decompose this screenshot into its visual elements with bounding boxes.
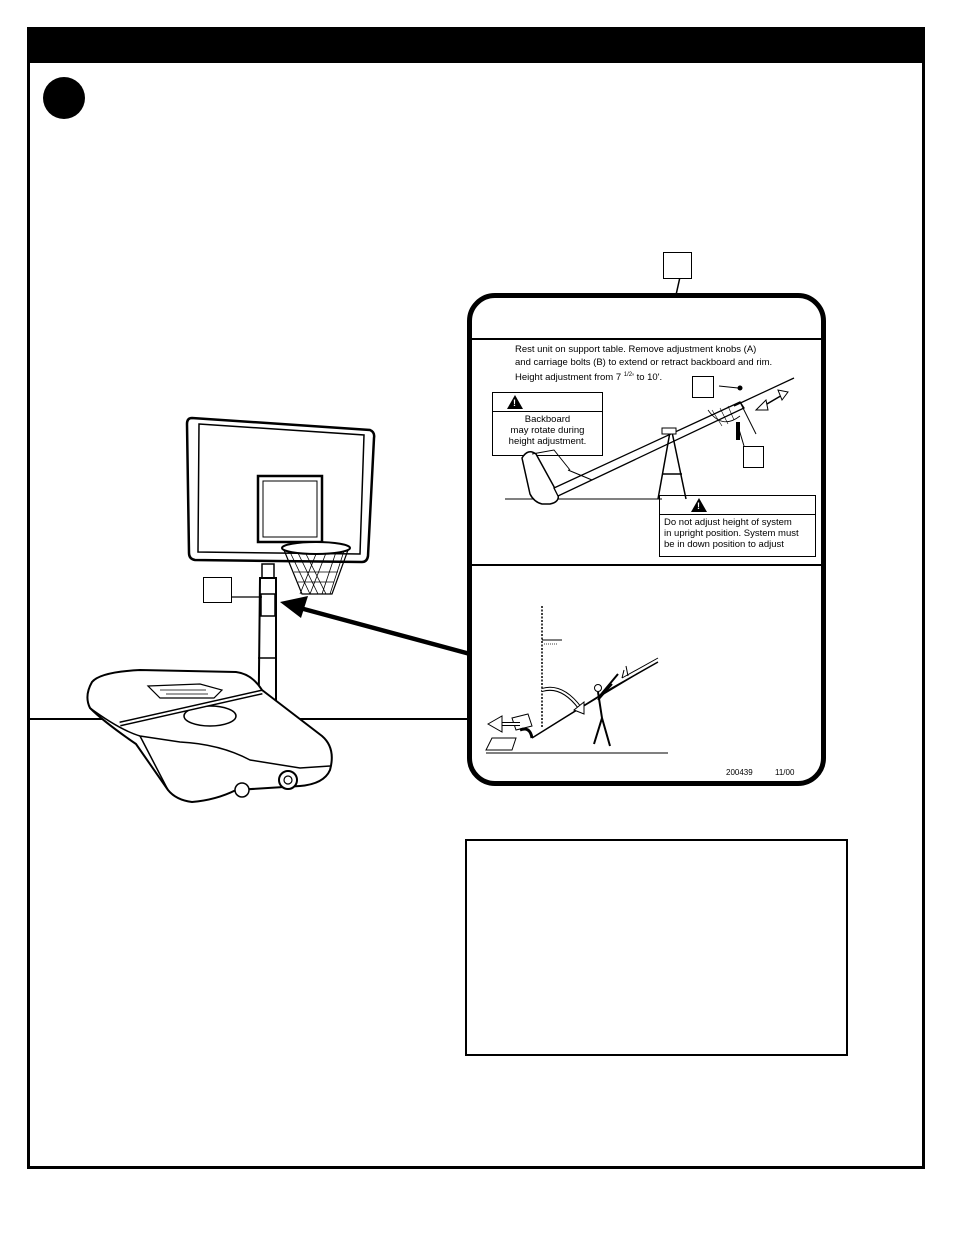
height-suffix: ' to 10'. [632, 372, 663, 384]
warning-upright-text: Do not adjust height of system in uprigh… [660, 515, 815, 552]
callout-box-pole [203, 577, 232, 603]
header-bar [27, 27, 925, 63]
height-adjust-instructions: Rest unit on support table. Remove adjus… [515, 344, 772, 385]
warning-backboard-line-3: height adjustment. [508, 436, 587, 447]
warning-upright-line-2: in upright position. System must [664, 528, 799, 539]
instruction-line-3: Height adjustment from 7 1/2' to 10'. [515, 369, 772, 385]
warning-backboard-line-1: Backboard [524, 414, 571, 425]
warning-label-card: Rest unit on support table. Remove adjus… [467, 293, 826, 786]
callout-box-label [663, 252, 692, 279]
warning-backboard-box: Backboard may rotate during height adjus… [492, 392, 603, 456]
callout-box-knob-a [692, 376, 714, 398]
warning-upright-line-3: be in down position to adjust [664, 539, 784, 550]
instruction-line-1: Rest unit on support table. Remove adjus… [515, 344, 757, 355]
warning-triangle-icon [507, 395, 523, 409]
instruction-line-2: and carriage bolts (B) to extend or retr… [515, 356, 773, 368]
warning-upright-box: Do not adjust height of system in uprigh… [659, 495, 816, 557]
warning-backboard-text: Backboard may rotate during height adjus… [493, 412, 602, 449]
warning-backboard-header [493, 393, 602, 412]
label-header-divider [472, 338, 821, 340]
warning-backboard-line-2: may rotate during [510, 425, 585, 436]
callout-box-bolt-b [743, 446, 764, 468]
support-table-diagram [485, 377, 795, 754]
warning-triangle-icon [691, 498, 707, 512]
date-code: 11/00 [775, 768, 795, 777]
note-box [465, 839, 848, 1056]
warning-upright-header [660, 496, 815, 515]
warning-upright-line-1: Do not adjust height of system [664, 517, 792, 528]
instruction-line-3-text: Height adjustment from 7 [515, 372, 624, 384]
height-fraction: 1/2 [623, 372, 633, 378]
label-section-divider [472, 564, 821, 566]
part-number: 200439 [726, 768, 753, 777]
step-number-icon [43, 77, 85, 119]
